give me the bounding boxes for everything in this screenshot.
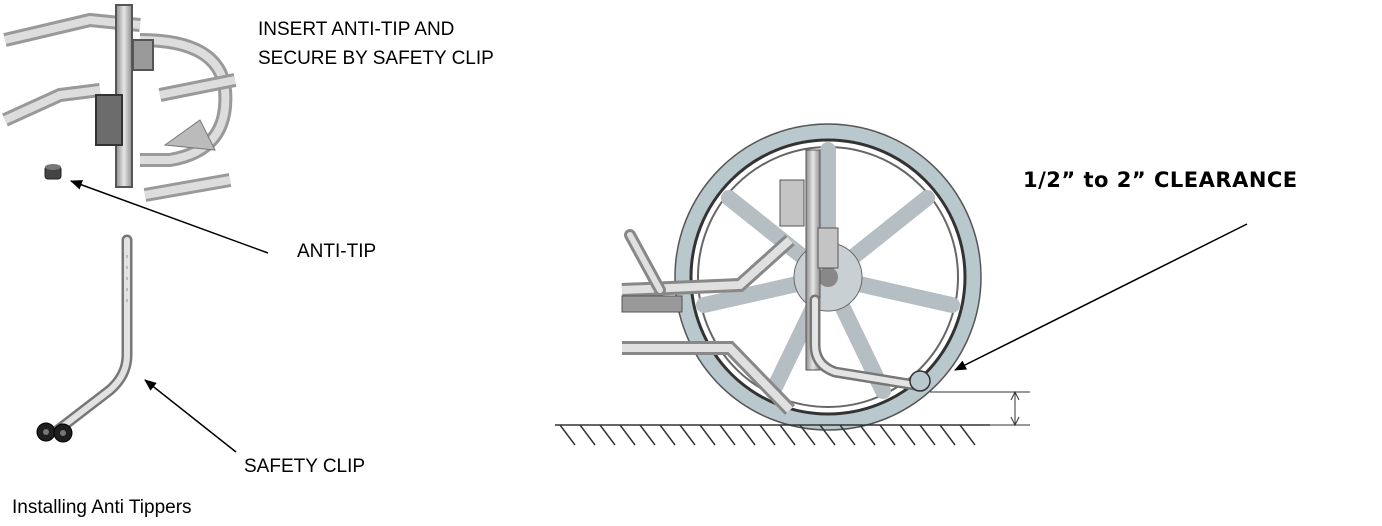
clearance-dimension	[930, 390, 1030, 427]
insert-instruction-line1: INSERT ANTI-TIP AND	[258, 19, 455, 40]
insert-instruction-line2: SECURE BY SAFETY CLIP	[258, 48, 494, 69]
anti-tip-tube-illustration	[36, 234, 133, 443]
frame-detail-illustration	[2, 4, 237, 202]
anti-tip-cap-illustration	[44, 164, 62, 180]
clearance-arrow	[954, 223, 1248, 371]
wheel-illustration	[621, 123, 982, 431]
anti-tip-arrow	[70, 180, 269, 254]
clearance-label: 1/2” to 2” CLEARANCE	[1023, 168, 1298, 192]
anti-tip-label: ANTI-TIP	[297, 241, 377, 262]
caption: Installing Anti Tippers	[12, 497, 192, 518]
safety-clip-label: SAFETY CLIP	[244, 456, 366, 477]
ground-hatching	[555, 424, 990, 446]
safety-clip-arrow	[144, 379, 237, 453]
